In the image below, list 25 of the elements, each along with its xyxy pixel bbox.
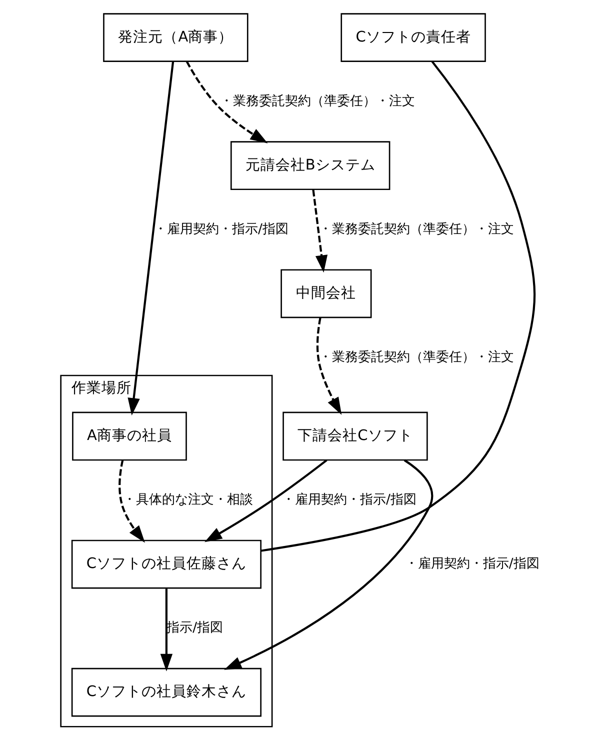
- edge-label: ・具体的な注文・相談: [123, 492, 254, 508]
- connector: [260, 60, 536, 552]
- arrow: [186, 61, 268, 144]
- edge-label: ・業務委託契約（準委任）・注文: [319, 350, 514, 365]
- node-box: 発注元（A商事）: [103, 13, 248, 62]
- node-box: Cソフトの社員佐藤さん: [71, 540, 262, 589]
- edge-label: ・雇用契約・指示/指図: [404, 556, 540, 572]
- node-box: 中間会社: [280, 269, 372, 318]
- node-box: Cソフトの社員鈴木さん: [71, 668, 262, 717]
- node-box: A商事の社員: [72, 412, 187, 461]
- edge-label: ・業務委託契約（準委任）・注文: [220, 94, 416, 109]
- arrow: [160, 588, 173, 672]
- edge-label: ・業務委託契約（準委任）・注文: [319, 222, 514, 237]
- node-box: Cソフトの責任者: [340, 13, 486, 62]
- arrow: [316, 318, 342, 415]
- arrow: [118, 460, 145, 543]
- arrow: [204, 459, 328, 542]
- edge-label: ・雇用契約・指示/指図: [154, 222, 288, 237]
- node-box: 元請会社Bシステム: [230, 141, 390, 190]
- arrow: [312, 190, 328, 273]
- node-box: 下請会社Cソフト: [282, 412, 428, 461]
- arrow: [224, 459, 434, 670]
- edge-label: ・雇用契約・指示/指図: [282, 492, 417, 508]
- edge-label: 指示/指図: [166, 620, 224, 636]
- arrow: [128, 62, 174, 416]
